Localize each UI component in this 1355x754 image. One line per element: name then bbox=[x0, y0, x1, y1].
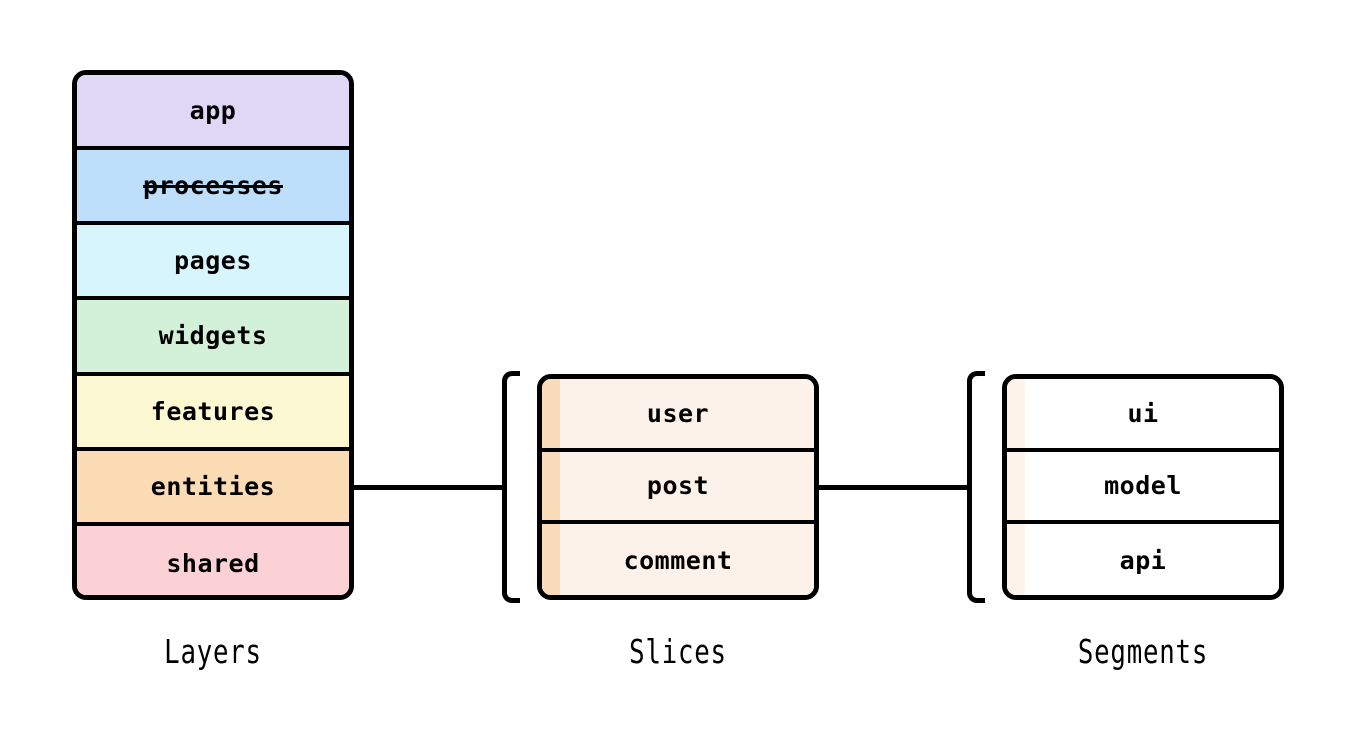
layer-row-pages[interactable]: pages bbox=[77, 225, 349, 301]
layer-label-app: app bbox=[189, 96, 237, 126]
slice-label-comment: comment bbox=[623, 546, 733, 576]
caption-layers: Layers bbox=[164, 632, 262, 671]
segment-label-model: model bbox=[1104, 471, 1182, 501]
connector-slices-to-segments bbox=[816, 485, 972, 490]
slice-label-post: post bbox=[646, 471, 710, 501]
slice-row-post[interactable]: post bbox=[542, 451, 814, 525]
segments-stack: ui model api bbox=[1002, 374, 1284, 600]
segment-label-ui: ui bbox=[1127, 398, 1159, 428]
slices-stack: user post comment bbox=[537, 374, 819, 600]
segment-stripe-model bbox=[1007, 451, 1025, 521]
connector-layers-to-slices bbox=[351, 485, 507, 490]
layers-stack: app processes pages widgets features ent… bbox=[72, 70, 354, 600]
segment-stripe-ui bbox=[1007, 379, 1025, 448]
segment-stripe-api bbox=[1007, 524, 1025, 595]
segment-row-api[interactable]: api bbox=[1007, 524, 1279, 595]
layer-label-entities: entities bbox=[150, 471, 276, 501]
slice-row-comment[interactable]: comment bbox=[542, 524, 814, 595]
slice-stripe-comment bbox=[542, 524, 560, 595]
layer-row-features[interactable]: features bbox=[77, 375, 349, 451]
segment-label-api: api bbox=[1119, 546, 1167, 576]
caption-slices: Slices bbox=[629, 632, 727, 671]
layer-row-app[interactable]: app bbox=[77, 75, 349, 151]
caption-segments: Segments bbox=[1077, 632, 1209, 671]
slice-row-user[interactable]: user bbox=[542, 379, 814, 452]
layer-label-widgets: widgets bbox=[158, 321, 268, 351]
layer-label-features: features bbox=[150, 396, 276, 426]
bracket-segments bbox=[967, 371, 985, 603]
slice-stripe-user bbox=[542, 379, 560, 448]
layer-label-pages: pages bbox=[174, 246, 252, 276]
slice-stripe-post bbox=[542, 451, 560, 521]
layer-row-shared[interactable]: shared bbox=[77, 525, 349, 595]
layer-row-processes[interactable]: processes bbox=[77, 150, 349, 226]
segment-row-model[interactable]: model bbox=[1007, 451, 1279, 525]
layer-label-processes: processes bbox=[143, 171, 283, 201]
bracket-slices bbox=[502, 371, 520, 603]
layer-label-shared: shared bbox=[166, 548, 260, 578]
slice-label-user: user bbox=[646, 398, 710, 428]
layer-row-entities[interactable]: entities bbox=[77, 450, 349, 526]
segment-row-ui[interactable]: ui bbox=[1007, 379, 1279, 452]
layer-row-widgets[interactable]: widgets bbox=[77, 300, 349, 376]
